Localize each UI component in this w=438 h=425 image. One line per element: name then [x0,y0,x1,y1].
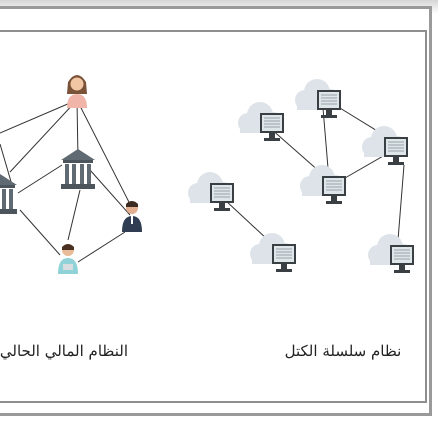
computer-cloud-icon [295,79,342,119]
bank-icon [0,174,17,214]
financial-system-network [0,75,142,274]
bank-icon [61,149,95,189]
computer-cloud-icon [238,102,285,142]
computer-cloud-icon [300,165,347,205]
person-icon [58,244,78,274]
computer-cloud-icon [362,126,409,166]
financial-system-caption: النظام المالي الحالي [0,342,128,360]
blockchain-caption: نظام سلسلة الكتل [284,342,402,360]
person-icon [67,75,87,108]
blockchain-network [188,79,415,274]
computer-cloud-icon [368,234,415,274]
computer-cloud-icon [250,233,297,273]
person-icon [122,201,142,232]
computer-cloud-icon [188,172,235,212]
